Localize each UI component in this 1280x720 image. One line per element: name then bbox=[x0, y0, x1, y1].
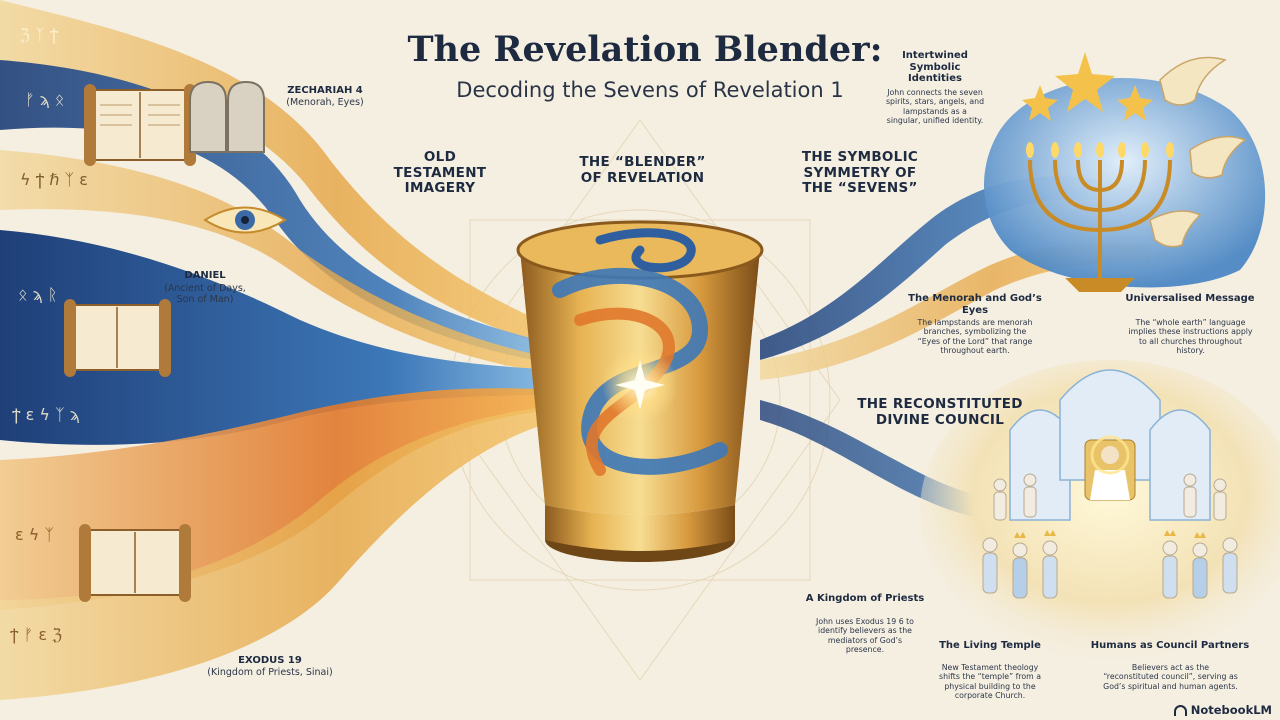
svg-text:ϯ ε ϟ ᛉ ϡ: ϯ ε ϟ ᛉ ϡ bbox=[12, 405, 80, 424]
zechariah-scroll-icon bbox=[84, 84, 196, 166]
blender-cup-icon bbox=[516, 220, 764, 562]
heavenly-scene bbox=[983, 52, 1266, 292]
council-figures bbox=[982, 473, 1238, 599]
crown-icons bbox=[1014, 530, 1206, 538]
svg-text:ϟ ϯ ℏ ᛉ ε: ϟ ϯ ℏ ᛉ ε bbox=[20, 170, 88, 189]
source-exodus-detail: (Kingdom of Priests, Sinai) bbox=[207, 667, 333, 678]
intertwined-body: John connects the seven spirits, stars, … bbox=[885, 88, 985, 126]
svg-text:ᛟ ϡ ᚱ: ᛟ ϡ ᚱ bbox=[18, 285, 57, 304]
source-zechariah-name: ZECHARIAH 4 bbox=[287, 85, 363, 96]
stream-gold-upper bbox=[0, 0, 560, 350]
stream-gold-band bbox=[0, 150, 560, 375]
temple-body: New Testament theology shifts the “templ… bbox=[939, 663, 1041, 701]
source-daniel-name: DANIEL bbox=[184, 270, 226, 281]
throne-scene bbox=[920, 360, 1280, 660]
section-old-testament: OLD TESTAMENT IMAGERY bbox=[393, 149, 487, 197]
notebooklm-logo-icon bbox=[1173, 704, 1187, 716]
page-subtitle: Decoding the Sevens of Revelation 1 bbox=[456, 78, 844, 102]
angel-icon bbox=[1149, 56, 1247, 248]
notebooklm-logo: NotebookLM bbox=[1173, 703, 1272, 717]
kingdom-heading: A Kingdom of Priests bbox=[805, 593, 925, 604]
section-council: THE RECONSTITUTED DIVINE COUNCIL bbox=[857, 396, 1023, 428]
universal-heading: Universalised Message bbox=[1125, 293, 1255, 304]
universal-body: The “whole earth” language implies these… bbox=[1128, 318, 1253, 356]
menorah-icon bbox=[1028, 159, 1172, 292]
temple-heading: The Living Temple bbox=[939, 640, 1041, 651]
source-daniel-detail: (Ancient of Days, Son of Man) bbox=[164, 283, 246, 305]
ancient-glyphs: ℨ ᛉ ϯ ᚠ ϡ ᛟ ϟ ϯ ℏ ᛉ ε ᛟ ϡ ᚱ ϯ ε ϟ ᛉ ϡ ε … bbox=[10, 25, 88, 644]
svg-text:ε ϟ ᛉ: ε ϟ ᛉ bbox=[15, 525, 54, 544]
notebooklm-label: NotebookLM bbox=[1190, 703, 1272, 717]
star-icon bbox=[1022, 52, 1153, 121]
intertwined-heading: Intertwined Symbolic Identities bbox=[902, 50, 968, 84]
tablets-icon bbox=[189, 80, 265, 153]
exodus-scroll-icon bbox=[79, 524, 191, 602]
source-exodus-name: EXODUS 19 bbox=[238, 655, 302, 666]
section-blender: THE “BLENDER” OF REVELATION bbox=[579, 154, 706, 186]
partners-body: Believers act as the “reconstituted coun… bbox=[1103, 663, 1238, 691]
menorah-body: The lampstands are menorah branches, sym… bbox=[917, 318, 1033, 356]
eye-icon bbox=[203, 206, 287, 234]
daniel-scroll-icon bbox=[64, 299, 171, 377]
menorah-heading: The Menorah and God’s Eyes bbox=[908, 293, 1042, 316]
section-symmetry: THE SYMBOLIC SYMMETRY OF THE “SEVENS” bbox=[801, 149, 919, 197]
source-zechariah-detail: (Menorah, Eyes) bbox=[286, 97, 364, 108]
stream-blue-upper bbox=[0, 60, 560, 365]
kingdom-body: John uses Exodus 19 6 to identify believ… bbox=[816, 617, 914, 655]
svg-text:ᚠ ϡ ᛟ: ᚠ ϡ ᛟ bbox=[25, 90, 64, 109]
stream-blue-middle bbox=[0, 230, 560, 445]
flame-icons bbox=[1026, 142, 1174, 158]
partners-heading: Humans as Council Partners bbox=[1090, 640, 1250, 651]
page-title: The Revelation Blender: bbox=[407, 29, 883, 70]
svg-text:ϯ ᚠ ε ℨ: ϯ ᚠ ε ℨ bbox=[10, 625, 62, 644]
throne-icon bbox=[1084, 435, 1136, 501]
svg-text:ℨ ᛉ ϯ: ℨ ᛉ ϯ bbox=[20, 25, 59, 44]
stream-gold-lower bbox=[0, 405, 560, 700]
